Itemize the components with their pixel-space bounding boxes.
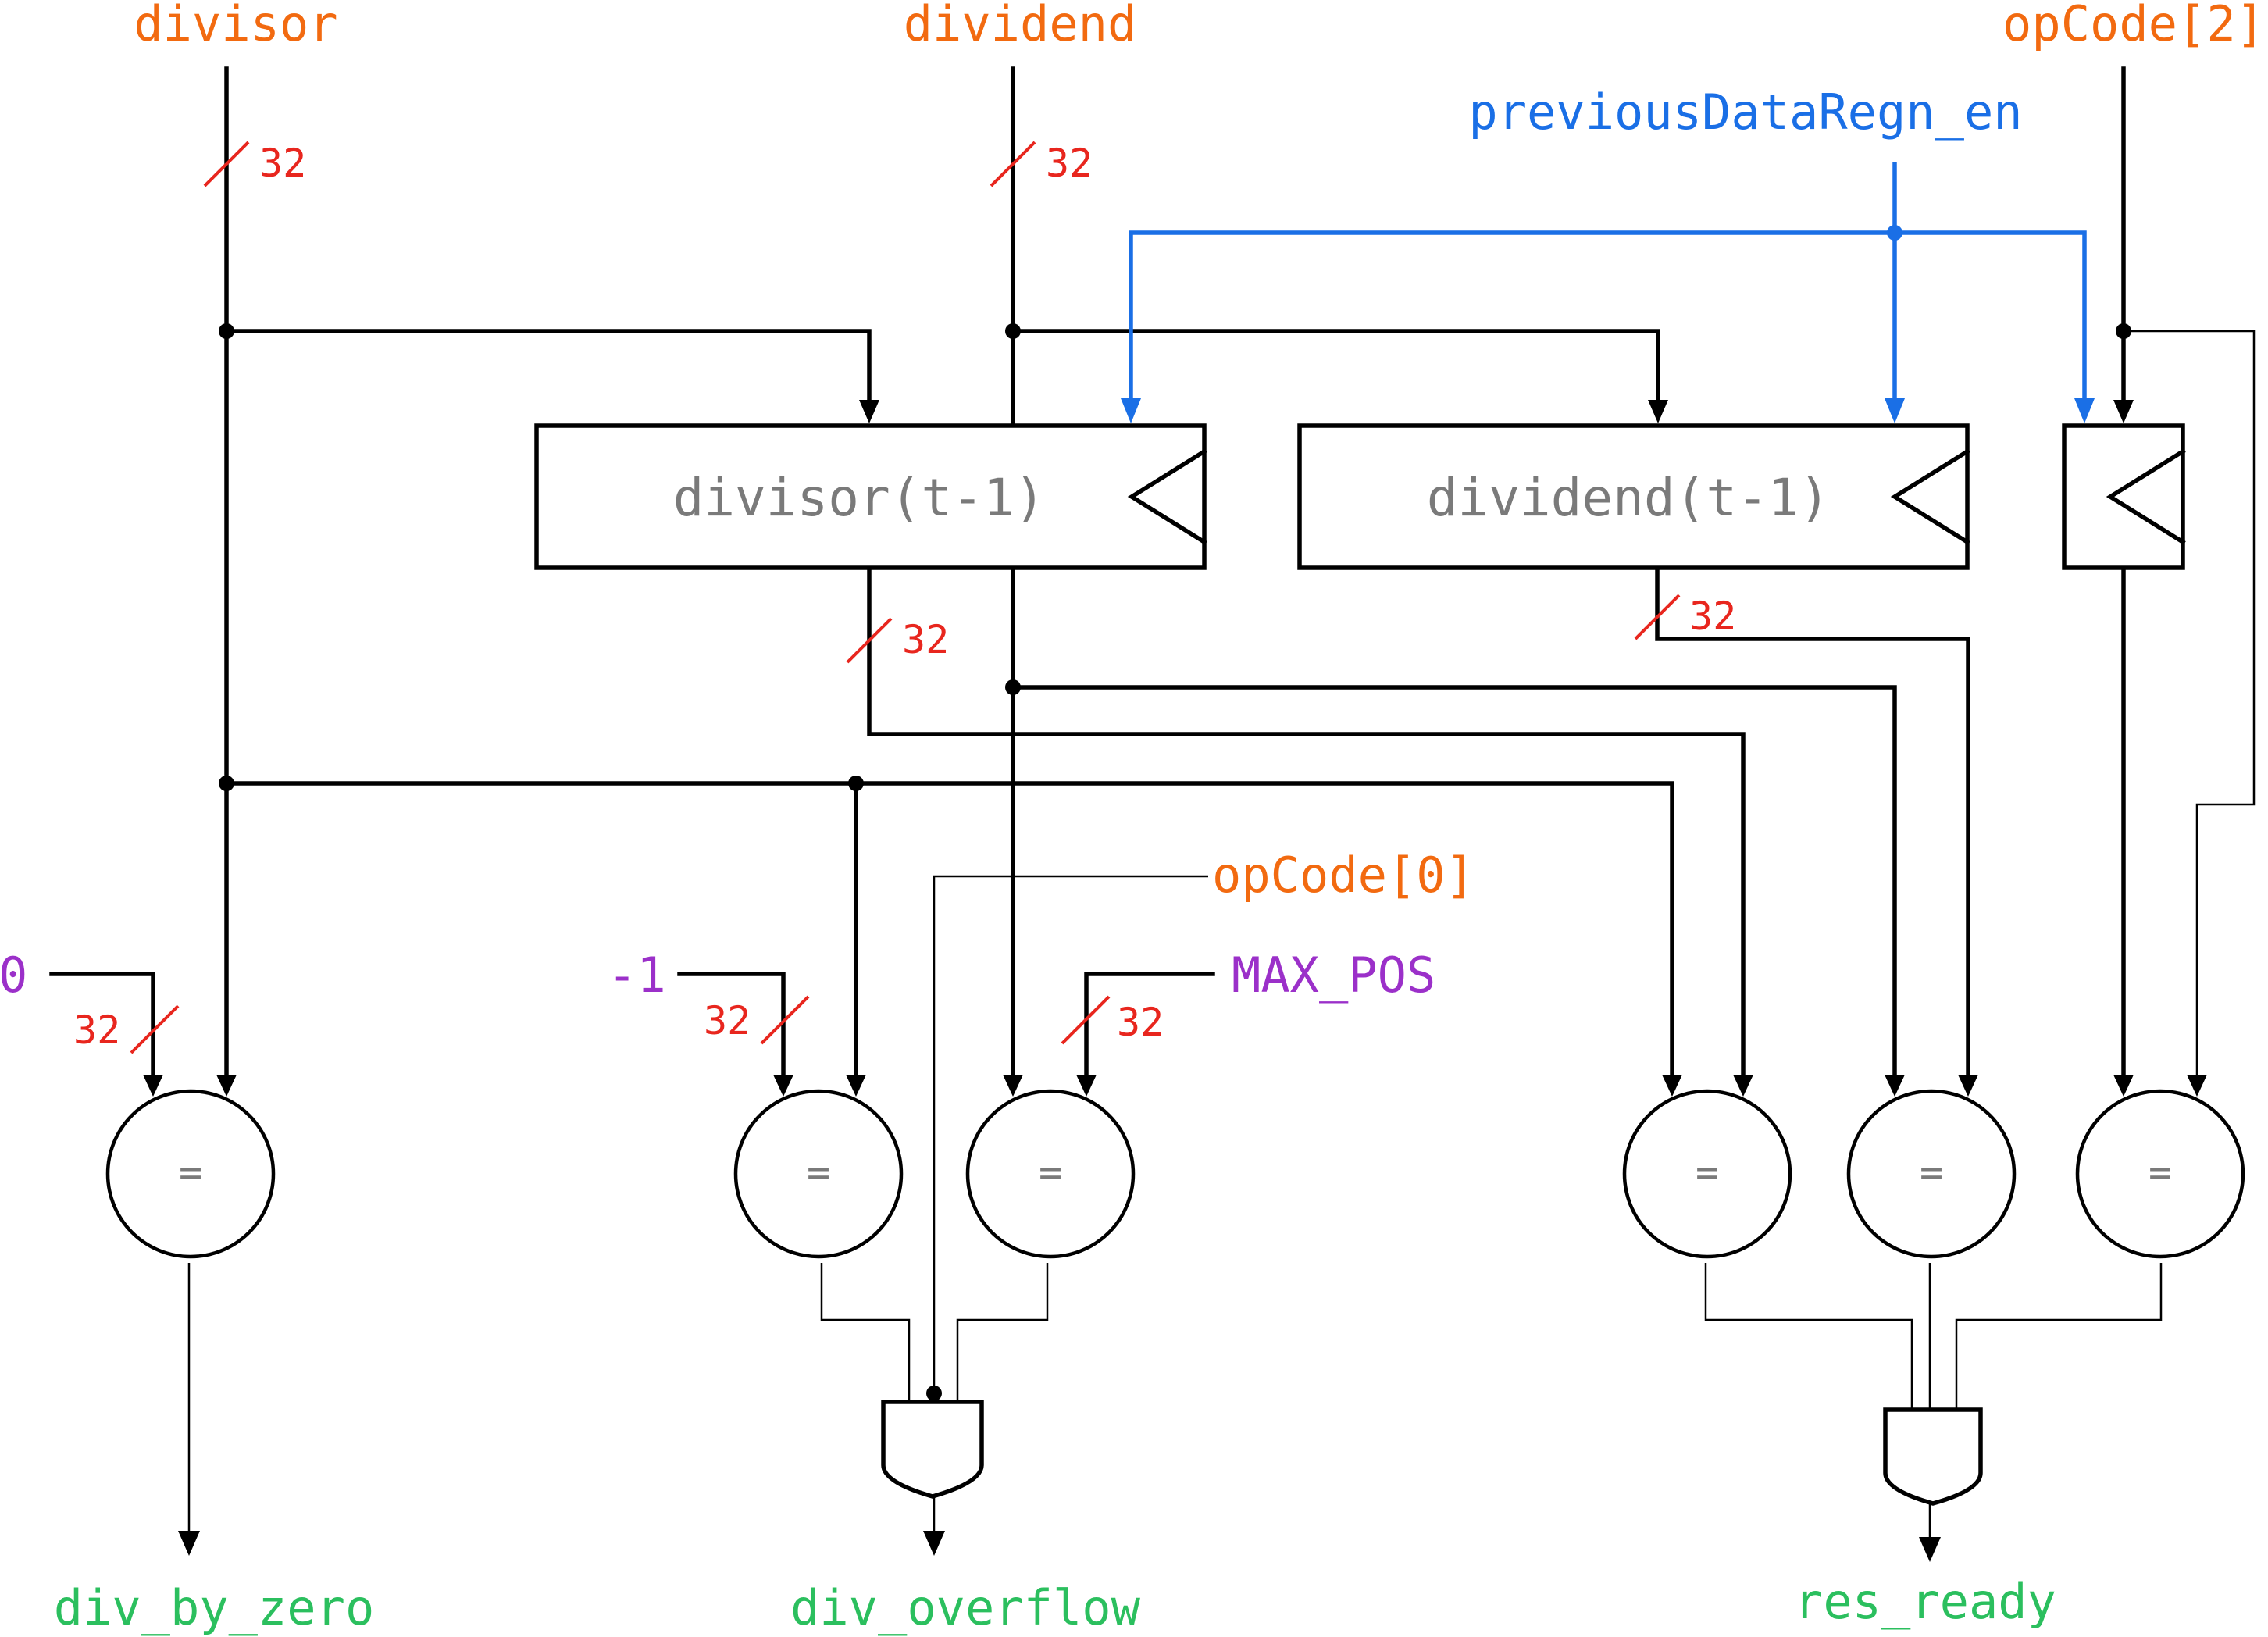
- neg-one-comparator-label: =: [807, 1150, 830, 1195]
- dividend-bus-width: 32: [1046, 141, 1093, 186]
- opcode2-thin-wire: [2124, 330, 2256, 1086]
- max-pos-comparator-label: =: [1039, 1150, 1062, 1195]
- dividend-branch-wire: [1011, 685, 1897, 1088]
- wires: [49, 66, 2126, 1088]
- zero-comparator-label: =: [179, 1150, 202, 1195]
- junctions: [219, 323, 2131, 1401]
- neg-one-comparator: [733, 1089, 904, 1259]
- zero-bus-width: 32: [73, 1008, 120, 1053]
- div-by-zero-label: div_by_zero: [54, 1579, 375, 1636]
- zero-comparator: [105, 1089, 276, 1259]
- divisor-prev-out-wire: [867, 566, 1746, 1088]
- cmp6-out-wire: [1955, 1263, 2163, 1410]
- dividend-change-comparator: [1846, 1089, 2017, 1259]
- comparator-arrows: [143, 400, 2207, 1097]
- dividend-change-comparator-label: =: [1920, 1150, 1943, 1195]
- thin-wires: [187, 330, 2256, 1542]
- opcode-change-comparator: [2075, 1089, 2245, 1259]
- enable-label: previousDataRegn_en: [1468, 84, 2022, 141]
- enable-wires: [1121, 162, 2095, 423]
- res-ready-and-gate: [1883, 1407, 1983, 1506]
- zero-const-wire: [49, 972, 155, 1088]
- max-pos-bus-width: 32: [1117, 1000, 1164, 1045]
- dividend-label: dividend: [904, 0, 1137, 52]
- neg-compare-out-wire: [820, 1263, 911, 1402]
- dividend-prev-out-wire: [1655, 566, 1970, 1088]
- divisor-label: divisor: [134, 0, 337, 52]
- dividend-prev-bus-width: 32: [1689, 594, 1736, 639]
- opcode0-label: opCode[0]: [1212, 847, 1475, 904]
- dividend-to-register-wire: [1011, 329, 1662, 415]
- maxpos-compare-out-wire: [956, 1263, 1049, 1402]
- output-arrows: [178, 1531, 1941, 1562]
- bus-width-marks: 32 32 32 32 32 32 32: [73, 141, 1736, 1054]
- opcode0-wire: [933, 875, 1208, 1393]
- divisor-prev-register: divisor(t-1): [534, 423, 1207, 570]
- enable-bus-wire: [1129, 230, 2087, 400]
- opcode2-label: opCode[2]: [2002, 0, 2265, 52]
- divisor-branch-wire: [224, 781, 1674, 1088]
- divisor-bus-width: 32: [259, 141, 306, 186]
- divisor-change-comparator: [1622, 1089, 1792, 1259]
- comparators: = = = = = =: [105, 1089, 2245, 1259]
- cmp4-out-wire: [1704, 1263, 1913, 1410]
- div-overflow-label: div_overflow: [790, 1579, 1141, 1636]
- divisor-change-comparator-label: =: [1696, 1150, 1719, 1195]
- opcode-change-comparator-label: =: [2149, 1150, 2172, 1195]
- res-ready-label: res_ready: [1794, 1573, 2056, 1630]
- divisor-to-register-wire: [224, 329, 873, 415]
- dividend-prev-label: dividend(t-1): [1427, 468, 1831, 528]
- divisor-prev-label: divisor(t-1): [673, 468, 1046, 528]
- neg-one-bus-width: 32: [704, 998, 751, 1043]
- opcode-prev-register: [2062, 423, 2186, 570]
- max-pos-const-label: MAX_POS: [1232, 947, 1435, 1004]
- max-pos-const-wire: [1084, 972, 1215, 1088]
- neg-one-const-wire: [677, 972, 786, 1088]
- dividend-prev-register: dividend(t-1): [1297, 423, 1970, 570]
- neg-one-const-label: -1: [608, 947, 666, 1004]
- zero-const-label: 0: [0, 947, 27, 1004]
- max-pos-comparator: [965, 1089, 1136, 1259]
- overflow-and-gate: [881, 1400, 984, 1499]
- divisor-prev-bus-width: 32: [902, 617, 949, 662]
